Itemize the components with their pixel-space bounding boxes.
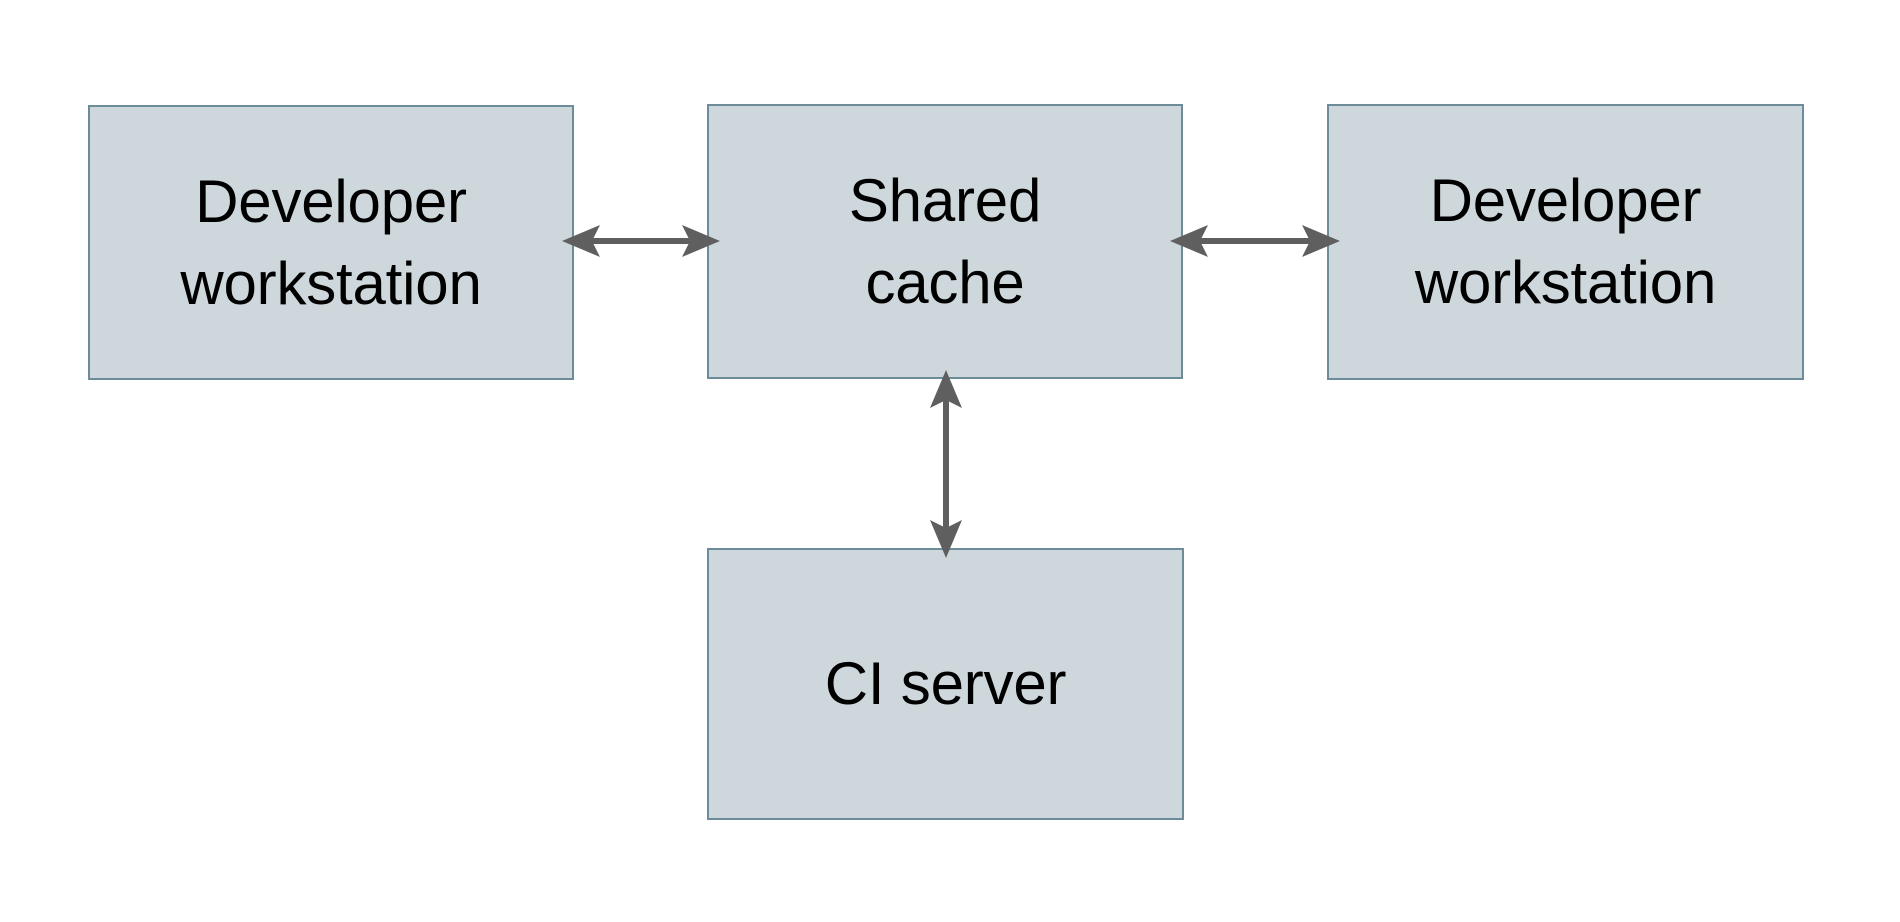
- node-developer-workstation-right[interactable]: Developer workstation: [1327, 104, 1804, 380]
- connector-shared-cache-to-ci-server[interactable]: [910, 368, 982, 560]
- node-label: Shared cache: [848, 166, 1042, 316]
- double-arrow-icon: [1170, 225, 1340, 257]
- node-shared-cache[interactable]: Shared cache: [707, 104, 1183, 379]
- node-developer-workstation-left[interactable]: Developer workstation: [88, 105, 574, 380]
- double-arrow-icon: [930, 370, 962, 558]
- node-label: Developer workstation: [1414, 167, 1717, 316]
- connector-shared-cache-to-dev-right[interactable]: [1168, 205, 1342, 277]
- node-label: CI server: [824, 650, 1067, 718]
- double-arrow-icon: [562, 225, 720, 257]
- connector-dev-left-to-shared-cache[interactable]: [560, 205, 722, 277]
- node-label: Developer workstation: [180, 167, 482, 317]
- node-ci-server[interactable]: CI server: [707, 548, 1184, 820]
